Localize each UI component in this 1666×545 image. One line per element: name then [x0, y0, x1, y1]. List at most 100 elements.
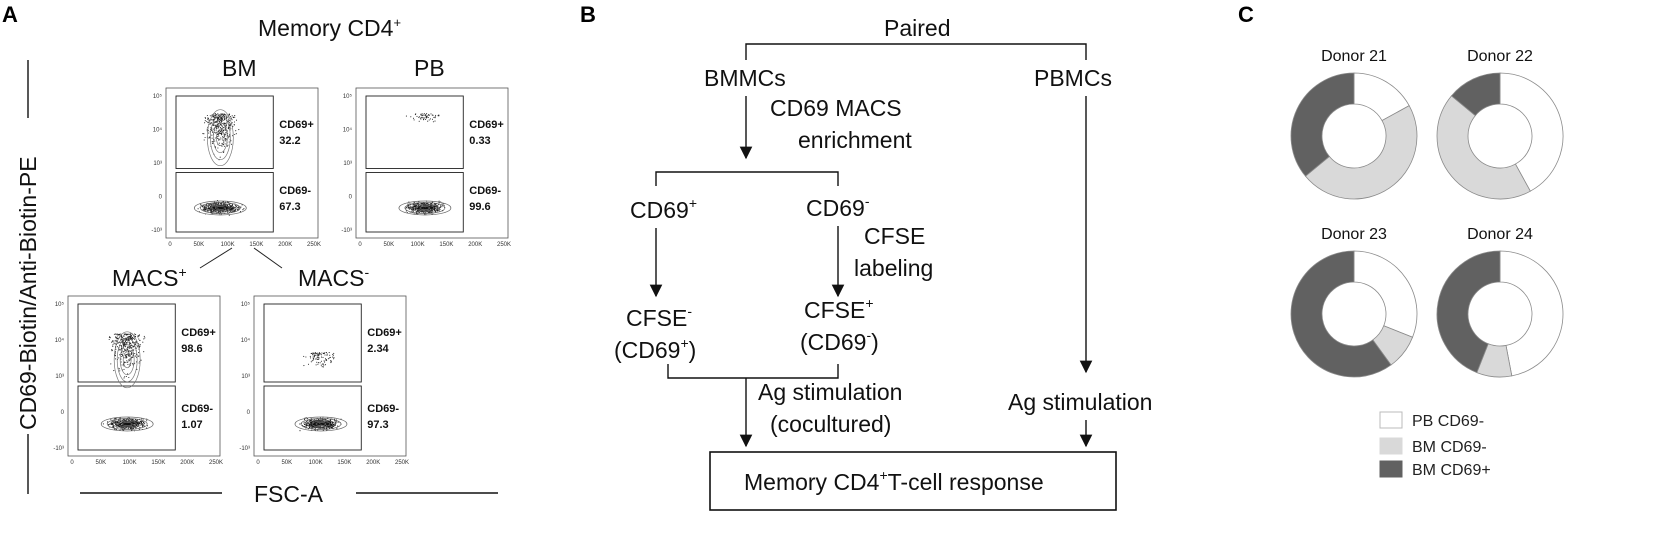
- event-dot: [314, 358, 316, 360]
- event-dot: [327, 358, 329, 360]
- event-dot: [132, 346, 134, 348]
- event-dot: [228, 114, 230, 116]
- event-dot: [228, 141, 230, 143]
- event-dot: [220, 206, 222, 208]
- y-tick-label: 0: [159, 195, 163, 201]
- event-dot: [421, 113, 423, 115]
- event-dot: [316, 355, 318, 357]
- event-dot: [417, 213, 419, 215]
- event-dot: [135, 361, 138, 363]
- event-dot: [123, 350, 126, 352]
- y-tick-label: -10³: [151, 228, 162, 234]
- event-dot: [234, 115, 236, 117]
- event-dot: [121, 347, 123, 349]
- event-dot: [207, 122, 209, 124]
- event-dot: [408, 205, 410, 207]
- plot-label-bm: BM: [222, 55, 257, 81]
- event-dot: [125, 346, 127, 348]
- event-dot: [217, 113, 219, 115]
- event-dot: [227, 116, 229, 118]
- event-dot: [139, 339, 141, 341]
- x-tick-label: 250K: [307, 242, 321, 248]
- event-dot: [122, 352, 124, 354]
- event-dot: [328, 357, 330, 359]
- event-dot: [143, 338, 145, 340]
- event-dot: [126, 339, 128, 341]
- event-dot: [138, 344, 140, 346]
- event-dot: [429, 212, 431, 214]
- event-dot: [225, 138, 227, 140]
- event-dot: [436, 210, 438, 212]
- event-dot: [139, 345, 141, 347]
- event-dot: [208, 137, 210, 139]
- donut-slice: [1290, 250, 1392, 378]
- event-dot: [218, 135, 220, 137]
- event-dot: [118, 349, 120, 351]
- event-dot: [113, 343, 115, 345]
- event-dot: [319, 352, 321, 354]
- donor-title: Donor 24: [1467, 226, 1533, 243]
- event-dot: [216, 127, 218, 129]
- event-dot: [136, 345, 138, 347]
- event-dot: [120, 345, 123, 347]
- event-dot: [430, 113, 432, 115]
- event-dot: [220, 127, 222, 129]
- event-dot: [120, 338, 122, 340]
- event-dot: [304, 421, 306, 423]
- event-dot: [135, 334, 137, 336]
- event-dot: [223, 151, 225, 153]
- event-dot: [117, 337, 119, 339]
- contour-line: [419, 206, 431, 210]
- event-dot: [206, 114, 208, 117]
- event-dot: [319, 353, 321, 355]
- event-dot: [143, 351, 145, 353]
- event-dot: [130, 337, 132, 339]
- x-tick-label: 0: [70, 460, 74, 466]
- event-dot: [417, 206, 419, 208]
- event-dot: [129, 342, 131, 344]
- event-dot: [228, 137, 230, 139]
- event-dot: [441, 203, 443, 205]
- event-dot: [128, 354, 130, 356]
- event-dot: [435, 114, 437, 116]
- event-dot: [223, 207, 225, 209]
- event-dot: [144, 337, 146, 339]
- event-dot: [213, 115, 215, 118]
- legend-label-bm-cd69-pos: BM CD69+: [1412, 462, 1491, 479]
- event-dot: [116, 333, 118, 335]
- event-dot: [426, 207, 428, 209]
- event-dot: [416, 207, 418, 209]
- event-dot: [303, 355, 305, 357]
- event-dot: [135, 340, 137, 342]
- event-dot: [312, 356, 314, 358]
- event-dot: [204, 207, 206, 209]
- event-dot: [209, 211, 211, 213]
- event-dot: [229, 205, 231, 207]
- event-dot: [211, 134, 213, 136]
- event-dot: [225, 114, 227, 116]
- event-dot: [305, 356, 307, 358]
- event-dot: [438, 200, 440, 202]
- event-dot: [321, 352, 323, 354]
- event-dot: [320, 364, 322, 366]
- event-dot: [128, 359, 130, 361]
- event-dot: [332, 356, 334, 358]
- event-dot: [224, 139, 226, 141]
- event-dot: [218, 142, 220, 144]
- event-dot: [115, 333, 117, 335]
- event-dot: [206, 204, 208, 206]
- event-dot: [132, 355, 134, 357]
- event-dot: [114, 351, 116, 353]
- event-dot: [123, 340, 125, 342]
- contour-line: [306, 419, 336, 429]
- event-dot: [420, 114, 422, 116]
- split-bracket: [655, 171, 839, 186]
- x-tick-label: 150K: [151, 460, 165, 466]
- event-dot: [427, 114, 429, 117]
- event-dot: [225, 206, 227, 209]
- event-dot: [220, 123, 222, 125]
- event-dot: [313, 354, 315, 356]
- y-tick-label: 10⁴: [343, 127, 353, 134]
- event-dot: [204, 122, 206, 124]
